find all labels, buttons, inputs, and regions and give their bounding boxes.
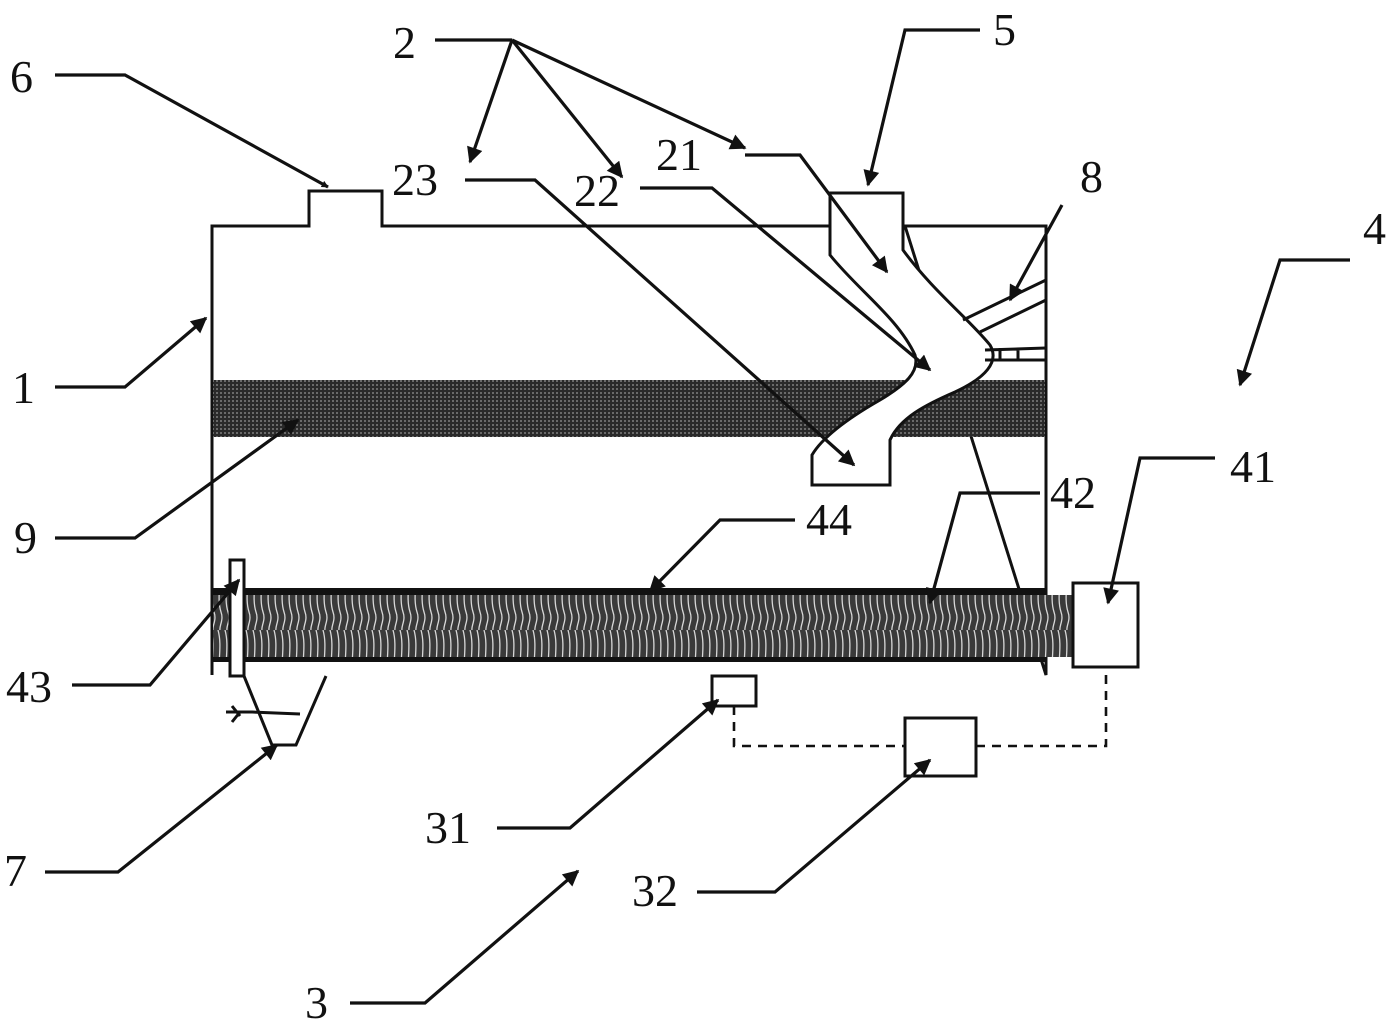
label-7: 7 [4,845,27,896]
leader-42 [926,491,1040,605]
leader-2-to-21 [511,38,747,150]
leader-3 [350,869,580,1005]
leader-41 [1103,456,1215,605]
label-9: 9 [14,512,37,563]
label-6: 6 [10,51,33,102]
label-44: 44 [806,494,852,545]
leader-2-to-23 [467,39,514,164]
leader-6 [55,73,329,189]
label-23: 23 [392,154,438,205]
leader-8 [1008,204,1064,302]
screw-coil [213,595,1073,657]
label-41: 41 [1230,441,1276,492]
controller-box [903,716,978,778]
screw-housing-bottom [213,657,1045,662]
discharge-valve [226,705,301,723]
label-43: 43 [6,661,52,712]
label-21: 21 [656,129,702,180]
leader-2-to-22 [510,38,624,179]
motor-box [1071,581,1140,669]
side-feed-tube-joint [984,346,1047,362]
screw-housing-top [213,588,1045,595]
leader-4 [1236,258,1350,387]
label-31: 31 [425,802,471,853]
label-4: 4 [1363,203,1386,254]
leader-22 [640,186,932,372]
label-32: 32 [632,865,678,916]
leader-9 [55,418,300,540]
leader-44 [648,518,795,593]
label-5: 5 [993,4,1016,55]
leader-23 [465,178,856,467]
end-bearing [228,558,246,678]
housing-outline [210,189,1048,676]
signal-line-motor [976,667,1108,748]
side-feed-tube [962,278,1047,334]
label-2: 2 [393,17,416,68]
signal-line-sensor [732,706,905,748]
label-1: 1 [12,362,35,413]
leader-7 [45,743,279,874]
discharge-hopper [242,675,328,747]
label-22: 22 [574,165,620,216]
label-8: 8 [1080,151,1103,202]
label-42: 42 [1050,467,1096,518]
leader-31 [497,698,720,830]
leader-32 [697,758,932,894]
leader-21 [745,153,889,274]
leader-5 [863,28,980,187]
feed-chute [810,191,995,487]
leader-1 [55,316,208,389]
label-3: 3 [305,977,328,1026]
leader-43 [72,578,241,687]
